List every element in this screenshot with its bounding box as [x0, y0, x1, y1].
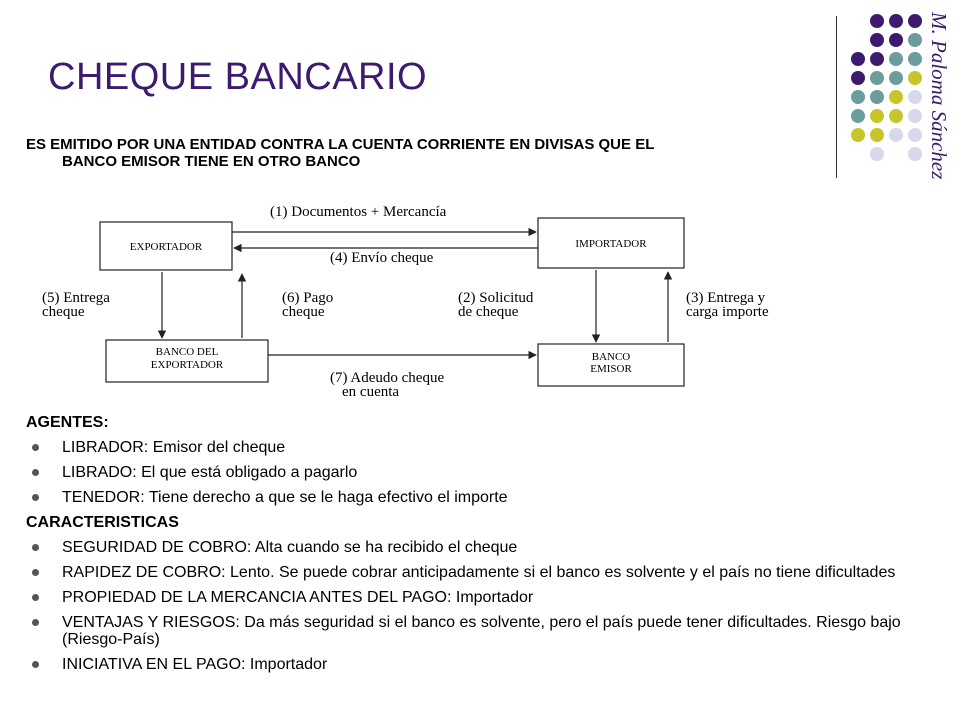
decorative-dot	[908, 71, 922, 85]
exportador-label: EXPORTADOR	[130, 241, 203, 253]
decorative-dot	[889, 71, 903, 85]
decorative-dot	[851, 90, 865, 104]
intro-text: ES EMITIDO POR UNA ENTIDAD CONTRA LA CUE…	[26, 136, 866, 170]
banco-exportador-box	[105, 339, 269, 383]
list-item-text: RAPIDEZ DE COBRO: Lento. Se puede cobrar…	[62, 564, 896, 581]
banco-exportador-label-2: EXPORTADOR	[151, 359, 224, 371]
step-4-label: (4) Envío cheque	[330, 250, 434, 266]
banco-emisor-label-2: EMISOR	[590, 363, 632, 375]
decorative-dot	[851, 128, 865, 142]
author-name: M. Paloma Sánchez	[927, 11, 951, 179]
list-item: LIBRADOR: Emisor del cheque	[26, 439, 936, 456]
list-item: SEGURIDAD DE COBRO: Alta cuando se ha re…	[26, 539, 936, 556]
list-item-text: TENEDOR: Tiene derecho a que se le haga …	[62, 489, 508, 506]
list-item: LIBRADO: El que está obligado a pagarlo	[26, 464, 936, 481]
decorative-dot	[851, 109, 865, 123]
bullet-icon	[32, 444, 39, 451]
intro-line-1: ES EMITIDO POR UNA ENTIDAD CONTRA LA CUE…	[26, 136, 655, 153]
decorative-dot	[908, 52, 922, 66]
bank-cheque-flow-diagram: EXPORTADOR IMPORTADOR BANCO DEL EXPORTAD…	[42, 204, 769, 400]
step-5-label-2: cheque	[42, 304, 85, 320]
decorative-dot	[908, 147, 922, 161]
author-signature: M. Paloma Sánchez	[927, 11, 951, 179]
step-5-label-1: (5) Entrega	[42, 290, 110, 306]
decorative-dot	[870, 14, 884, 28]
bullet-icon	[32, 494, 39, 501]
list-item-text: LIBRADOR: Emisor del cheque	[62, 439, 286, 456]
caracteristicas-list: SEGURIDAD DE COBRO: Alta cuando se ha re…	[26, 539, 936, 673]
decorative-dot	[870, 90, 884, 104]
importador-box	[537, 217, 685, 269]
bullet-icon	[32, 661, 39, 668]
intro-line-2: BANCO EMISOR TIENE EN OTRO BANCO	[62, 153, 361, 170]
bullet-icon	[32, 569, 39, 576]
decorative-dot	[908, 14, 922, 28]
bullet-icon	[32, 594, 39, 601]
decorative-dot	[889, 33, 903, 47]
list-item: VENTAJAS Y RIESGOS: Da más seguridad si …	[26, 614, 936, 648]
decorative-dot	[870, 52, 884, 66]
step-7-label-1: (7) Adeudo cheque	[330, 370, 444, 386]
decorative-dot	[889, 14, 903, 28]
decorative-dot	[889, 90, 903, 104]
decorative-dot	[851, 71, 865, 85]
agentes-list: LIBRADOR: Emisor del cheque LIBRADO: El …	[26, 439, 936, 506]
decorative-dot	[908, 109, 922, 123]
banco-emisor-box	[537, 343, 685, 387]
decorative-dot	[889, 109, 903, 123]
list-item-text: SEGURIDAD DE COBRO: Alta cuando se ha re…	[62, 539, 518, 556]
decorative-dot	[870, 71, 884, 85]
decorative-dot	[870, 109, 884, 123]
list-item-text: LIBRADO: El que está obligado a pagarlo	[62, 464, 358, 481]
bullet-icon	[32, 469, 39, 476]
list-item-text: INICIATIVA EN EL PAGO: Importador	[62, 656, 328, 673]
list-item: PROPIEDAD DE LA MERCANCIA ANTES DEL PAGO…	[26, 589, 936, 606]
step-1-label: (1) Documentos + Mercancía	[270, 204, 447, 220]
bullet-icon	[32, 619, 39, 626]
bullet-icon	[32, 544, 39, 551]
step-2-label-2: de cheque	[458, 304, 519, 320]
list-item-text: VENTAJAS Y RIESGOS: Da más seguridad si …	[62, 614, 901, 648]
step-3-label-2: carga importe	[686, 304, 769, 320]
decorative-dot	[889, 128, 903, 142]
decorative-dot	[908, 90, 922, 104]
banco-emisor-label-1: BANCO	[592, 351, 631, 363]
step-6-label-2: cheque	[282, 304, 325, 320]
list-item: TENEDOR: Tiene derecho a que se le haga …	[26, 489, 936, 506]
decorative-dot	[851, 52, 865, 66]
decorative-dot	[908, 128, 922, 142]
decorative-dot-grid	[851, 14, 922, 161]
agentes-heading: AGENTES:	[26, 414, 109, 431]
banco-exportador-label-1: BANCO DEL	[156, 346, 219, 358]
step-6-label-1: (6) Pago	[282, 290, 333, 306]
slide-title: CHEQUE BANCARIO	[48, 56, 428, 98]
list-item-text: PROPIEDAD DE LA MERCANCIA ANTES DEL PAGO…	[62, 589, 534, 606]
step-3-label-1: (3) Entrega y	[686, 290, 766, 306]
decorative-dot	[870, 33, 884, 47]
decorative-dot	[870, 147, 884, 161]
decorative-dot	[870, 128, 884, 142]
divider-line	[836, 16, 837, 178]
list-item: INICIATIVA EN EL PAGO: Importador	[26, 656, 936, 673]
step-7-label-2: en cuenta	[342, 384, 399, 400]
importador-label: IMPORTADOR	[575, 238, 647, 250]
caracteristicas-heading: CARACTERISTICAS	[26, 514, 179, 531]
list-item: RAPIDEZ DE COBRO: Lento. Se puede cobrar…	[26, 564, 936, 581]
slide-content: AGENTES: LIBRADOR: Emisor del cheque LIB…	[26, 414, 936, 681]
decorative-dot	[889, 52, 903, 66]
decorative-dot	[908, 33, 922, 47]
step-2-label-1: (2) Solicitud	[458, 290, 534, 306]
exportador-box	[99, 221, 233, 271]
